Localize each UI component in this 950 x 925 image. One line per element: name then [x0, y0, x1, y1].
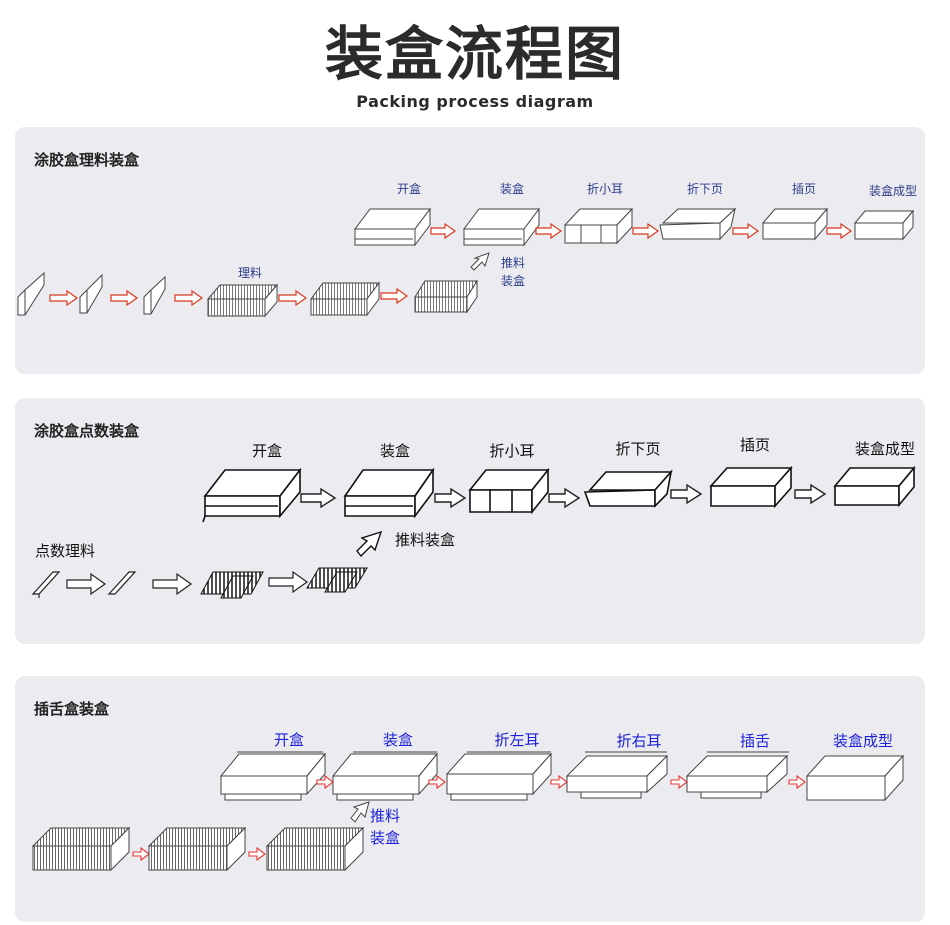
- box-load-3: [331, 751, 439, 801]
- step-label-insert-tongue: 插舌: [740, 732, 770, 750]
- page-subtitle: Packing process diagram: [356, 92, 594, 111]
- flow-arrow: [66, 572, 107, 596]
- single-item: [107, 571, 137, 595]
- step-label-box-formed: 装盒成型: [833, 732, 893, 750]
- flow-arrow: [632, 222, 660, 240]
- flow-arrow: [430, 222, 457, 240]
- flow-arrow: [49, 289, 79, 307]
- box-insert-tongue-3: [685, 751, 789, 799]
- flow-arrow: [268, 570, 309, 594]
- box-fold-left-ear-3: [445, 751, 553, 801]
- flow-arrow: [732, 222, 760, 240]
- process-flow-diagram: 开盒 装盒 折左耳 折右耳 插舌 装盒成型 推料 装盒: [31, 731, 905, 872]
- push-arrow: [356, 530, 383, 558]
- step-label-box-formed: 装盒成型: [855, 440, 915, 458]
- push-label-line2: 装盒: [370, 829, 400, 847]
- box-formed-2: [833, 465, 916, 508]
- material-stack: [31, 826, 131, 872]
- step-label-load: 装盒: [383, 731, 413, 749]
- box-open-2: [202, 467, 302, 523]
- panel-glue-box-sorting: 涂胶盒理料装盒 开盒 装盒 折小耳 折下页 插页 装盒成型 理料 推料 装盒: [15, 127, 925, 374]
- box-load-2: [343, 467, 435, 519]
- flow-arrow: [794, 483, 827, 505]
- single-item: [31, 571, 61, 598]
- step-label-fold-left-ear: 折左耳: [494, 731, 539, 749]
- push-label-line1: 推料: [501, 256, 525, 270]
- sort-label: 点数理料: [35, 542, 95, 560]
- sorted-stack: [414, 279, 478, 314]
- box-formed-3: [805, 754, 905, 802]
- step-label-insert-flap: 插页: [740, 436, 770, 454]
- step-label-open: 开盒: [274, 731, 304, 749]
- flow-arrow: [434, 487, 467, 509]
- flow-arrow: [670, 774, 688, 790]
- single-item: [17, 271, 45, 316]
- box-fold-flap-1: [659, 207, 737, 241]
- flow-arrow: [428, 774, 446, 790]
- flow-arrow: [548, 487, 581, 509]
- box-open-1: [354, 207, 431, 247]
- single-item: [143, 275, 166, 315]
- flow-arrow: [316, 774, 334, 790]
- flow-arrow: [174, 289, 204, 307]
- material-stack: [265, 826, 365, 872]
- flow-arrow: [826, 222, 853, 240]
- flow-arrow: [670, 483, 703, 505]
- sorted-stack: [310, 281, 380, 317]
- step-label-open: 开盒: [252, 442, 282, 460]
- step-label-load: 装盒: [500, 181, 524, 196]
- step-label-box-formed: 装盒成型: [869, 183, 917, 198]
- panel-tuck-box: 插舌盒装盒 开盒 装盒 折左耳 折右耳 插舌 装盒成型 推料 装盒: [15, 676, 925, 922]
- step-label-fold-right-ear: 折右耳: [616, 732, 661, 750]
- flow-arrow: [535, 222, 563, 240]
- push-label-line2: 装盒: [501, 273, 525, 288]
- process-flow-diagram: 开盒 装盒 折小耳 折下页 插页 装盒成型 推料装盒 点数理料: [31, 436, 916, 599]
- flow-arrow: [788, 774, 806, 790]
- process-flow-diagram: 开盒 装盒 折小耳 折下页 插页 装盒成型 理料 推料 装盒: [17, 181, 917, 318]
- flow-arrow: [380, 287, 409, 305]
- step-label-fold-small-ear: 折小耳: [587, 181, 623, 196]
- flow-arrow: [300, 487, 337, 509]
- step-label-load: 装盒: [380, 442, 410, 460]
- flow-arrow: [550, 774, 568, 790]
- panel-title: 涂胶盒理料装盒: [34, 151, 140, 169]
- flow-arrow: [248, 846, 266, 862]
- flow-arrow: [110, 289, 139, 307]
- push-arrow: [470, 252, 490, 271]
- counted-bundle: [306, 567, 368, 593]
- single-item: [79, 273, 103, 314]
- box-open-3: [219, 751, 327, 801]
- step-label-open: 开盒: [397, 181, 421, 196]
- sorted-stack: [206, 283, 279, 318]
- push-arrow: [350, 801, 370, 823]
- step-label-fold-lower-flap: 折下页: [687, 181, 723, 196]
- box-insert-2: [709, 465, 793, 509]
- step-label-insert-flap: 插页: [792, 182, 816, 196]
- panel-glue-box-counting: 涂胶盒点数装盒 开盒 装盒 折小耳 折下页 插页 装盒成型 推料装盒 点数理料: [15, 398, 925, 644]
- box-load-1: [463, 207, 540, 247]
- counted-bundle: [200, 571, 264, 599]
- material-stack: [147, 826, 247, 872]
- box-insert-1: [761, 207, 829, 241]
- flow-arrow: [278, 289, 308, 307]
- panel-title: 插舌盒装盒: [34, 700, 110, 718]
- box-fold-right-ear-3: [565, 751, 669, 799]
- box-fold-ear-2: [468, 467, 550, 515]
- flow-arrow: [132, 846, 150, 862]
- sort-label: 理料: [238, 266, 262, 280]
- push-label: 推料装盒: [395, 531, 455, 549]
- step-label-fold-lower-flap: 折下页: [615, 440, 660, 458]
- box-formed-1: [853, 209, 915, 241]
- box-fold-flap-2: [583, 469, 673, 508]
- panel-title: 涂胶盒点数装盒: [34, 422, 140, 440]
- flow-arrow: [152, 572, 193, 596]
- page-title: 装盒流程图: [324, 20, 625, 88]
- step-label-fold-small-ear: 折小耳: [489, 442, 534, 460]
- box-fold-ear-1: [563, 207, 634, 245]
- push-label-line1: 推料: [370, 807, 400, 825]
